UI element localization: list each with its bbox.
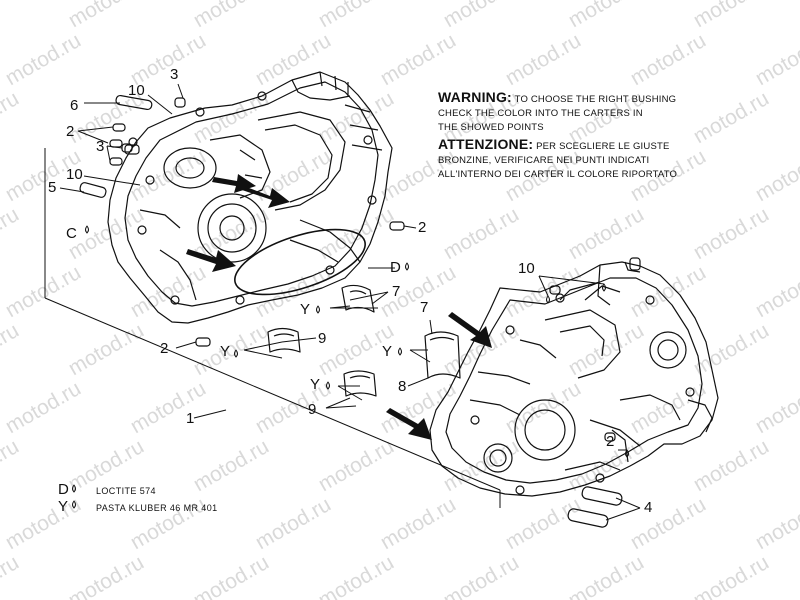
attenzione-line-1: PER SCEGLIERE LE GIUSTE [536,141,670,152]
callout-7-upper: 7 [392,283,401,300]
callout-9-lower: 9 [308,401,317,418]
callout-10-mid: 10 [66,166,83,183]
assembly-bracket [44,148,501,508]
legend-loctite: D LOCTITE 574 [58,481,156,498]
right-small-parts [549,257,641,528]
callout-1: 1 [186,410,195,427]
callout-10-top: 10 [128,82,145,99]
callout-8: 8 [398,378,407,395]
legend-text-kluber: PASTA KLUBER 46 MR 401 [96,503,218,513]
callout-3-top: 3 [170,66,179,83]
callout-3-mid: 3 [96,138,105,155]
right-crankcase-half [429,261,719,497]
attenzione-heading: ATTENZIONE: [438,136,534,152]
callout-2-right: 2 [418,219,427,236]
callout-10-right: 10 [518,260,535,277]
legend-text-loctite: LOCTITE 574 [96,486,156,496]
marker-y-1: Y [300,301,311,318]
warning-note: WARNING: TO CHOOSE THE RIGHT BUSHING CHE… [438,90,700,182]
callout-2-bottom: 2 [160,340,169,357]
callout-9-upper: 9 [318,330,327,347]
warning-line-3: THE SHOWED POINTS [438,122,544,133]
attenzione-line-2: BRONZINE, VERIFICARE NEI PUNTI INDICATI [438,155,650,166]
legend-symbol-y: Y [58,498,69,515]
marker-y-2: Y [220,343,231,360]
warning-heading: WARNING: [438,89,512,105]
warning-line-2: CHECK THE COLOR INTO THE CARTERS IN [438,108,643,119]
callout-6: 6 [70,97,79,114]
callout-4: 4 [644,499,653,516]
warning-line-1: TO CHOOSE THE RIGHT BUSHING [514,94,677,105]
legend-symbol-d: D [58,481,70,498]
marker-y-4: Y [310,376,321,393]
legend-kluber: Y PASTA KLUBER 46 MR 401 [58,498,218,515]
marker-c: C [66,225,77,242]
callout-7-lower: 7 [420,299,429,316]
right-bushing-arrows [386,312,492,440]
callout-2-right-half: 2 [606,433,615,450]
callout-5: 5 [48,179,57,196]
left-bushing-arrows [186,174,290,272]
left-crankcase-half [107,71,393,324]
attenzione-line-3: ALL'INTERNO DEI CARTER IL COLORE RIPORTA… [438,169,678,180]
callout-2-left: 2 [66,123,75,140]
marker-d: D [390,259,401,276]
leader-lines [59,83,641,521]
marker-y-3: Y [382,343,393,360]
